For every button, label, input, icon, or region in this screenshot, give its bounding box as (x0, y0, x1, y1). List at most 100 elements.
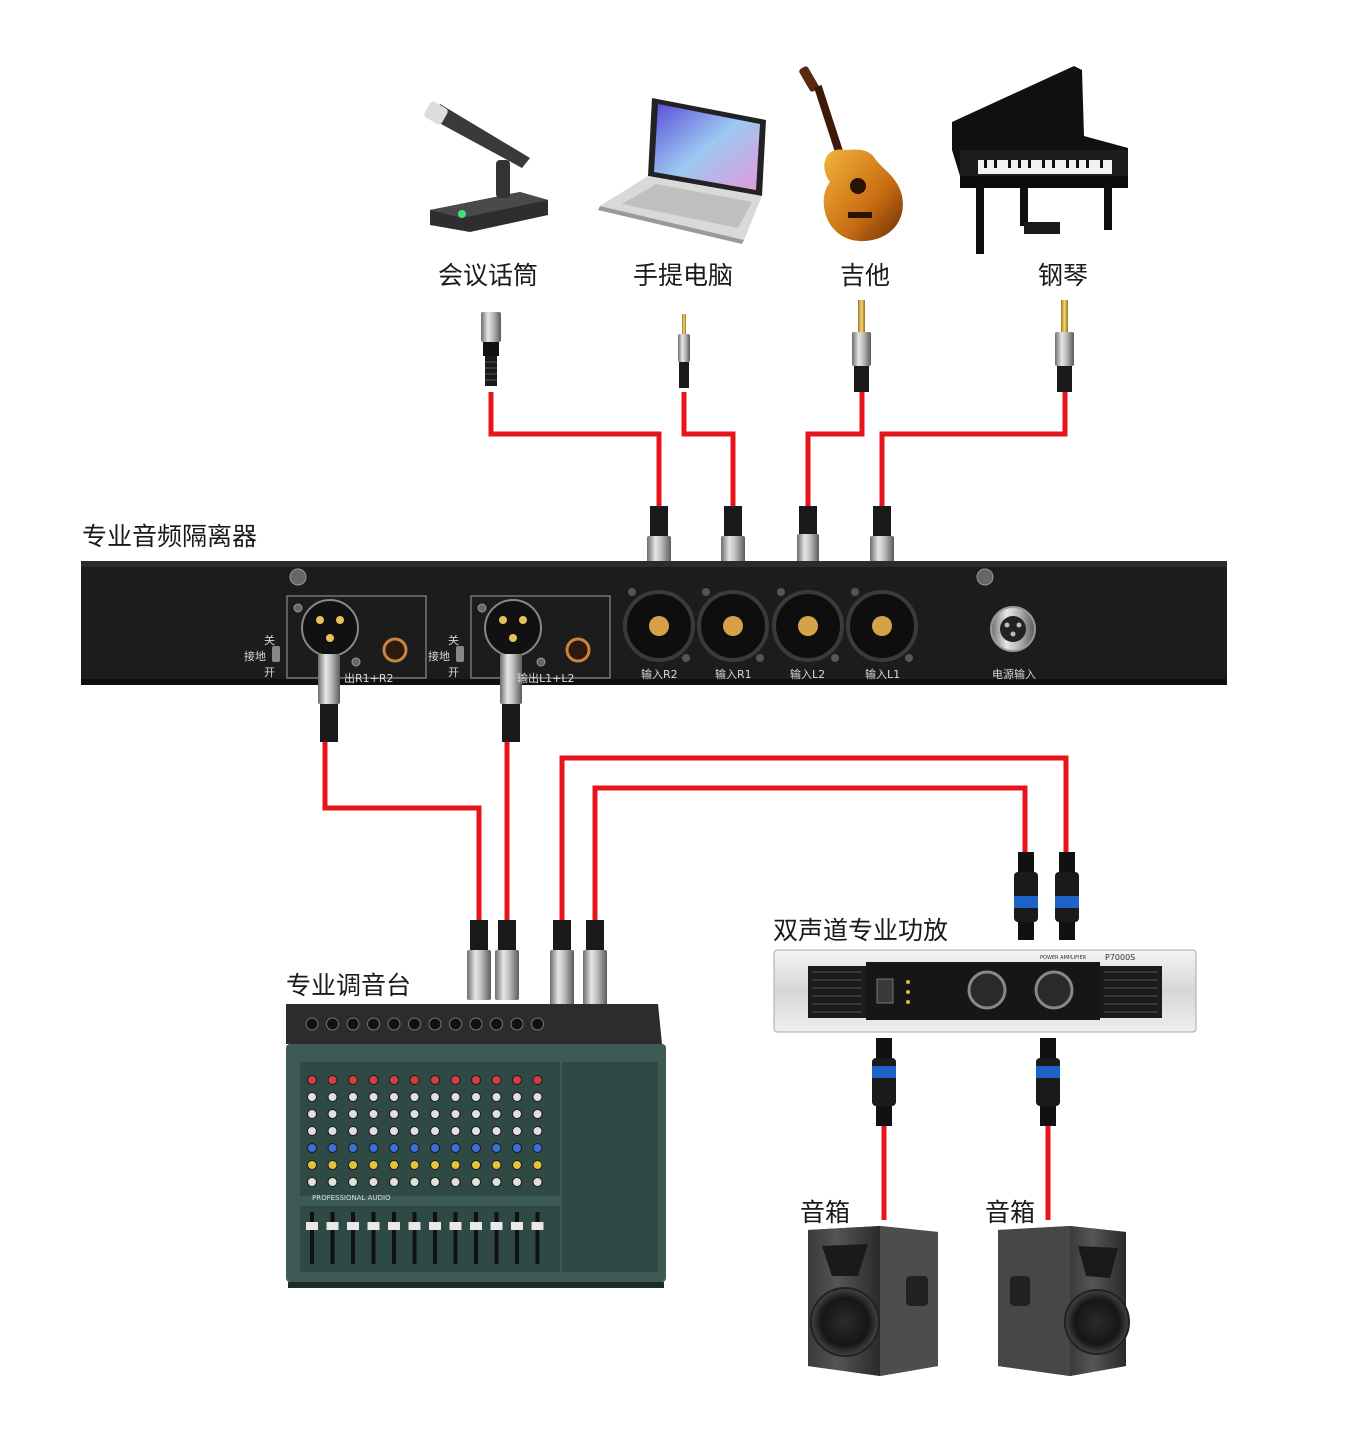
mixer-knob (368, 1075, 379, 1085)
mixer-knob (348, 1126, 358, 1136)
mixer-knob (368, 1160, 379, 1170)
mixer-knob (307, 1075, 317, 1085)
mixer-knob (348, 1092, 358, 1102)
mixer-knob (327, 1177, 338, 1187)
jack-plug-piano (1055, 300, 1074, 392)
mixer-knob (368, 1143, 379, 1153)
speaker-left-label: 音箱 (800, 1198, 851, 1227)
xlr-output-r (301, 599, 359, 657)
mixer-knob (327, 1160, 338, 1170)
mixer-knob (368, 1126, 379, 1136)
amplifier-image (773, 949, 1197, 1033)
mixer-knob (491, 1075, 502, 1085)
mixer-image (286, 1004, 666, 1288)
mixer-knob (512, 1075, 522, 1085)
mixer-knob (348, 1160, 358, 1170)
mixer-knob (532, 1126, 543, 1136)
mixer-fader-track (392, 1212, 396, 1264)
mixer-knob (409, 1092, 420, 1102)
mixer-knobs (305, 1017, 544, 1264)
amplifier-label: 双声道专业功放 (773, 916, 949, 945)
mixer-fader-cap (388, 1222, 400, 1230)
mixer-knob (512, 1160, 522, 1170)
cable-mic-to-r2 (488, 392, 662, 508)
ground-label-2: 接地 (428, 650, 450, 663)
cable-mixer-to-amp-1 (559, 755, 1069, 922)
isolator-output-plugs (318, 654, 522, 742)
mixer-fader-track (371, 1212, 376, 1264)
input-l2-label: 输入L2 (790, 668, 826, 681)
guitar-label: 吉他 (840, 261, 891, 290)
mixer-knob (389, 1126, 399, 1136)
mixer-input-socket (367, 1017, 380, 1031)
mixer-knob (327, 1092, 338, 1102)
mixer-input-socket (428, 1017, 442, 1031)
mixer-knob (532, 1177, 543, 1187)
mixer-knob (512, 1126, 522, 1136)
mixer-knob (409, 1177, 420, 1187)
mixer-knob (532, 1143, 543, 1153)
mixer-input-socket (387, 1017, 401, 1031)
ground-off-label: 关 (264, 634, 275, 647)
jack-plug-guitar (852, 300, 871, 392)
mixer-knob (512, 1177, 522, 1187)
mixer-fader-cap (347, 1222, 359, 1230)
mixer-fader-track (453, 1212, 458, 1264)
mixer-fader-cap (429, 1222, 441, 1230)
mixer-input-socket (490, 1017, 503, 1031)
mixer-knob (307, 1092, 317, 1102)
mixer-input-socket (305, 1017, 319, 1031)
mixer-knob (450, 1177, 461, 1187)
mixer-knob (368, 1177, 379, 1187)
cable-laptop-to-r1 (681, 392, 736, 508)
amp-brand-label: POWER AMPLIFIER (1040, 955, 1087, 961)
isolator-panel (81, 561, 1227, 685)
mixer-knob (327, 1126, 338, 1136)
laptop-label: 手提电脑 (633, 261, 734, 290)
mixer-knob (430, 1160, 440, 1170)
mini-jack-plug-laptop (678, 314, 690, 388)
mixer-knob (430, 1092, 440, 1102)
mixer-knob (471, 1109, 481, 1119)
input-r2-label: 输入R2 (641, 668, 678, 681)
mixer-knob (327, 1109, 338, 1119)
mixer-fader-track (412, 1212, 417, 1264)
mixer-knob (389, 1143, 399, 1153)
mixer-knob (430, 1143, 440, 1153)
mixer-knob (491, 1109, 502, 1119)
mixer-knob (532, 1075, 543, 1085)
cables (322, 392, 1069, 1220)
mixer-knob (389, 1177, 399, 1187)
mixer-label: 专业调音台 (286, 971, 412, 1000)
mixer-knob (409, 1109, 420, 1119)
mixer-knob (307, 1177, 317, 1187)
mixer-input-socket (346, 1017, 360, 1031)
mixer-knob (389, 1160, 399, 1170)
microphone-image (424, 101, 548, 232)
mixer-knob (450, 1143, 461, 1153)
mixer-knob (491, 1177, 502, 1187)
guitar-image (799, 66, 903, 242)
xlr-plug-out-l (500, 654, 522, 742)
mixer-knob (491, 1160, 502, 1170)
mixer-plugs (467, 920, 607, 1006)
mixer-knob (327, 1075, 338, 1085)
power-input-label: 电源输入 (992, 668, 1036, 681)
mixer-knob (512, 1143, 522, 1153)
mixer-knob (307, 1109, 317, 1119)
speaker-right-image (998, 1226, 1130, 1376)
mixer-knob (532, 1160, 543, 1170)
mixer-fader-track (433, 1212, 437, 1264)
piano-label: 钢琴 (1038, 261, 1089, 290)
mixer-knob (471, 1092, 481, 1102)
mixer-knob (307, 1160, 317, 1170)
mixer-knob (409, 1126, 420, 1136)
mixer-knob (348, 1143, 358, 1153)
mixer-knob (409, 1143, 420, 1153)
mixer-fader-track (330, 1212, 335, 1264)
mixer-knob (491, 1092, 502, 1102)
ground-off-label-2: 关 (448, 634, 459, 647)
mixer-fader-cap (306, 1222, 318, 1230)
mixer-input-socket (326, 1017, 339, 1031)
speaker-right-label: 音箱 (985, 1198, 1036, 1227)
